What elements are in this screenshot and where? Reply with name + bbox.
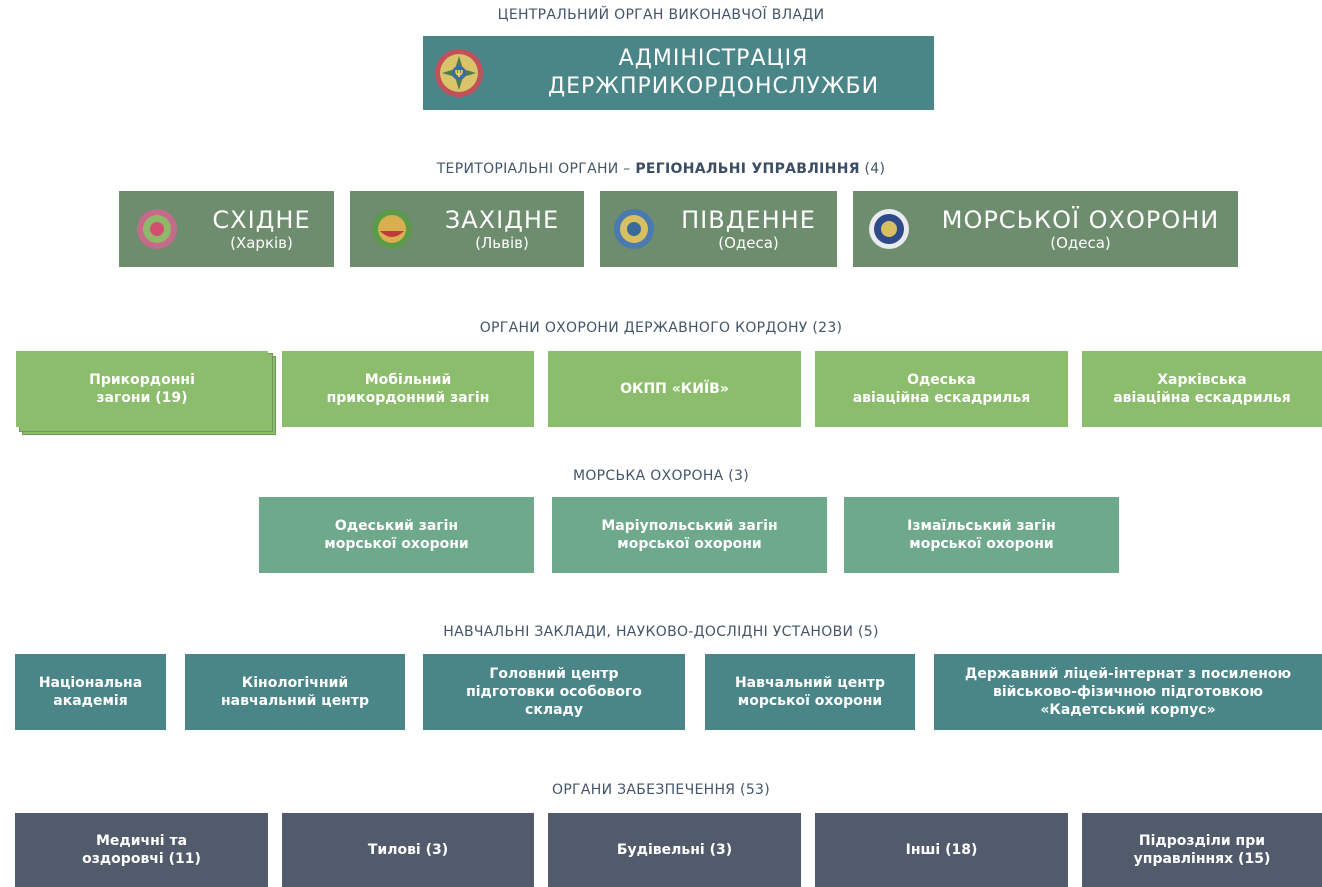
odesa-maritime-box[interactable]: Одеський загін морської охорони (259, 497, 534, 573)
border-detachments-box[interactable]: Прикордонні загони (19) (16, 351, 268, 427)
mobile-detachment-box[interactable]: Мобільний прикордонний загін (282, 351, 534, 427)
support-heading: ОРГАНИ ЗАБЕЗПЕЧЕННЯ (53) (552, 782, 770, 798)
west-region-emblem-icon (372, 209, 412, 249)
maritime-region-emblem-icon (869, 209, 909, 249)
border-guard-emblem-icon: Ψ (435, 49, 483, 97)
administration-box[interactable]: Ψ АДМІНІСТРАЦІЯ ДЕРЖПРИКОРДОНСЛУЖБИ (423, 36, 934, 110)
south-region-emblem-icon (614, 209, 654, 249)
regional-heading-bold: РЕГІОНАЛЬНІ УПРАВЛІННЯ (635, 161, 860, 177)
administration-title: АДМІНІСТРАЦІЯ ДЕРЖПРИКОРДОНСЛУЖБИ (547, 46, 880, 99)
cadet-lyceum-box[interactable]: Державний ліцей-інтернат з посиленою вій… (934, 654, 1322, 730)
region-west-name: ЗАХІДНЕ (444, 206, 560, 234)
border-heading: ОРГАНИ ОХОРОНИ ДЕРЖАВНОГО КОРДОНУ (23) (479, 320, 843, 336)
education-heading: НАВЧАЛЬНІ ЗАКЛАДИ, НАУКОВО-ДОСЛІДНІ УСТА… (443, 624, 879, 640)
odesa-aviation-box[interactable]: Одеська авіаційна ескадрилья (815, 351, 1068, 427)
main-training-center-box[interactable]: Головний центр підготовки особового скла… (423, 654, 685, 730)
region-south-box[interactable]: ПІВДЕННЕ (Одеса) (600, 191, 837, 267)
regional-heading: ТЕРИТОРІАЛЬНІ ОРГАНИ – РЕГІОНАЛЬНІ УПРАВ… (0, 161, 1322, 177)
logistics-support-box[interactable]: Тилові (3) (282, 813, 534, 887)
izmail-maritime-box[interactable]: Ізмаїльський загін морської охорони (844, 497, 1119, 573)
national-academy-box[interactable]: Національна академія (15, 654, 166, 730)
cynology-center-box[interactable]: Кінологічний навчальний центр (185, 654, 405, 730)
maritime-heading: МОРСЬКА ОХОРОНА (3) (572, 468, 750, 484)
kharkiv-aviation-box[interactable]: Харківська авіаційна ескадрилья (1082, 351, 1322, 427)
region-maritime-box[interactable]: МОРСЬКОЇ ОХОРОНИ (Одеса) (853, 191, 1238, 267)
central-heading: ЦЕНТРАЛЬНИЙ ОРГАН ВИКОНАВЧОЇ ВЛАДИ (497, 7, 825, 23)
medical-support-box[interactable]: Медичні та оздоровчі (11) (15, 813, 268, 887)
regional-heading-suffix: (4) (859, 161, 886, 177)
region-maritime-city: (Одеса) (1050, 234, 1111, 252)
svg-text:Ψ: Ψ (455, 69, 464, 80)
maritime-training-center-box[interactable]: Навчальний центр морської охорони (705, 654, 915, 730)
other-support-box[interactable]: Інші (18) (815, 813, 1068, 887)
east-region-emblem-icon (137, 209, 177, 249)
region-maritime-name: МОРСЬКОЇ ОХОРОНИ (941, 206, 1220, 234)
region-south-name: ПІВДЕННЕ (681, 206, 816, 234)
mariupol-maritime-box[interactable]: Маріупольський загін морської охорони (552, 497, 827, 573)
region-east-city: (Харків) (230, 234, 293, 252)
okpp-kyiv-box[interactable]: ОКПП «КИЇВ» (548, 351, 801, 427)
region-west-city: (Львів) (475, 234, 529, 252)
region-east-box[interactable]: СХІДНЕ (Харків) (119, 191, 334, 267)
directorate-units-box[interactable]: Підрозділи при управліннях (15) (1082, 813, 1322, 887)
construction-support-box[interactable]: Будівельні (3) (548, 813, 801, 887)
region-south-city: (Одеса) (718, 234, 779, 252)
region-west-box[interactable]: ЗАХІДНЕ (Львів) (350, 191, 584, 267)
region-east-name: СХІДНЕ (212, 206, 311, 234)
regional-heading-prefix: ТЕРИТОРІАЛЬНІ ОРГАНИ – (436, 161, 636, 177)
